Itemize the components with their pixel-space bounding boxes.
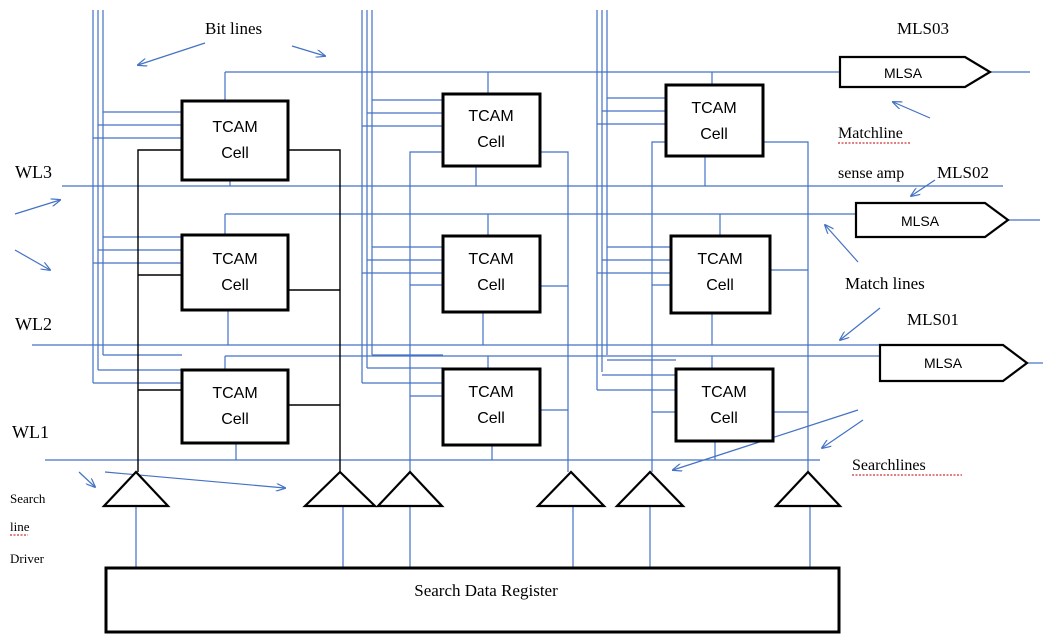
driver-register-wires bbox=[135, 506, 811, 568]
driver-triangle bbox=[614, 470, 686, 508]
tcam-cell-label: TCAM bbox=[212, 119, 257, 136]
mls03-label: MLS03 bbox=[897, 19, 949, 38]
tcam-cell-label: TCAM bbox=[701, 384, 746, 401]
tcam-cell: TCAM Cell bbox=[669, 234, 772, 315]
tcam-cell-sublabel: Cell bbox=[477, 134, 505, 151]
tcam-cells: TCAM Cell TCAM Cell TCAM Cell TCAM Cell … bbox=[180, 83, 775, 447]
tcam-cell-label: TCAM bbox=[212, 385, 257, 402]
bit-lines-label: Bit lines bbox=[205, 19, 262, 38]
tcam-cell: TCAM Cell bbox=[664, 83, 765, 158]
wl1-label: WL1 bbox=[12, 422, 49, 442]
driver-triangle bbox=[773, 470, 843, 508]
mlsa-block: MLSA bbox=[878, 343, 1029, 383]
match-lines-label: Match lines bbox=[845, 274, 925, 293]
tcam-cell-sublabel: Cell bbox=[221, 411, 249, 428]
searchlines-label: Searchlines bbox=[852, 457, 926, 474]
tcam-cell: TCAM Cell bbox=[441, 234, 542, 314]
tcam-cell-label: TCAM bbox=[468, 108, 513, 125]
tcam-cell: TCAM Cell bbox=[180, 233, 290, 312]
bit-lines bbox=[92, 10, 608, 390]
tcam-cell: TCAM Cell bbox=[441, 92, 542, 168]
tcam-cell: TCAM Cell bbox=[674, 367, 775, 443]
tcam-cell-sublabel: Cell bbox=[700, 126, 728, 143]
tcam-cell: TCAM Cell bbox=[441, 367, 542, 447]
sense-amplifiers: MLSA MLSA MLSA bbox=[838, 55, 1029, 383]
wl3-label: WL3 bbox=[15, 162, 52, 182]
tcam-cell-label: TCAM bbox=[697, 251, 742, 268]
search-line-driver-label-3: Driver bbox=[10, 551, 45, 566]
wl2-label: WL2 bbox=[15, 314, 52, 334]
mls01-label: MLS01 bbox=[907, 310, 959, 329]
tcam-cell-sublabel: Cell bbox=[477, 277, 505, 294]
search-line-driver-label-1: Search bbox=[10, 491, 46, 506]
tcam-cell: TCAM Cell bbox=[180, 368, 290, 445]
register-label: Search Data Register bbox=[414, 581, 558, 600]
mlsa-label: MLSA bbox=[884, 65, 923, 81]
mlsa-block: MLSA bbox=[854, 201, 1010, 239]
matchline-label: Matchline bbox=[838, 125, 903, 142]
mlsa-block: MLSA bbox=[838, 55, 993, 89]
search-data-register: Search Data Register bbox=[104, 566, 841, 634]
spellcheck-underlines bbox=[10, 142, 962, 536]
match-lines bbox=[224, 71, 1043, 370]
tcam-cell-sublabel: Cell bbox=[710, 410, 738, 427]
search-line-drivers bbox=[101, 470, 843, 508]
tcam-cell: TCAM Cell bbox=[180, 99, 290, 182]
sense-amp-label: sense amp bbox=[838, 165, 904, 182]
tcam-cell-label: TCAM bbox=[212, 251, 257, 268]
mlsa-label: MLSA bbox=[924, 355, 963, 371]
tcam-cell-label: TCAM bbox=[468, 251, 513, 268]
tcam-cell-sublabel: Cell bbox=[221, 277, 249, 294]
mls02-label: MLS02 bbox=[937, 163, 989, 182]
tcam-cell-label: TCAM bbox=[468, 384, 513, 401]
tcam-cell-sublabel: Cell bbox=[221, 145, 249, 162]
labels: Bit lines WL3 WL2 WL1 MLS03 Matchline se… bbox=[10, 19, 989, 566]
search-lines bbox=[137, 141, 809, 472]
driver-triangle bbox=[535, 470, 607, 508]
tcam-cell-label: TCAM bbox=[691, 100, 736, 117]
word-lines bbox=[32, 156, 1003, 461]
mlsa-label: MLSA bbox=[901, 213, 940, 229]
bit-line-taps bbox=[93, 97, 676, 391]
tcam-cell-sublabel: Cell bbox=[477, 410, 505, 427]
driver-triangle bbox=[101, 470, 171, 508]
search-line-driver-label-2: line bbox=[10, 519, 30, 534]
tcam-cell-sublabel: Cell bbox=[706, 277, 734, 294]
driver-triangle bbox=[375, 470, 445, 508]
driver-triangle bbox=[302, 470, 378, 508]
